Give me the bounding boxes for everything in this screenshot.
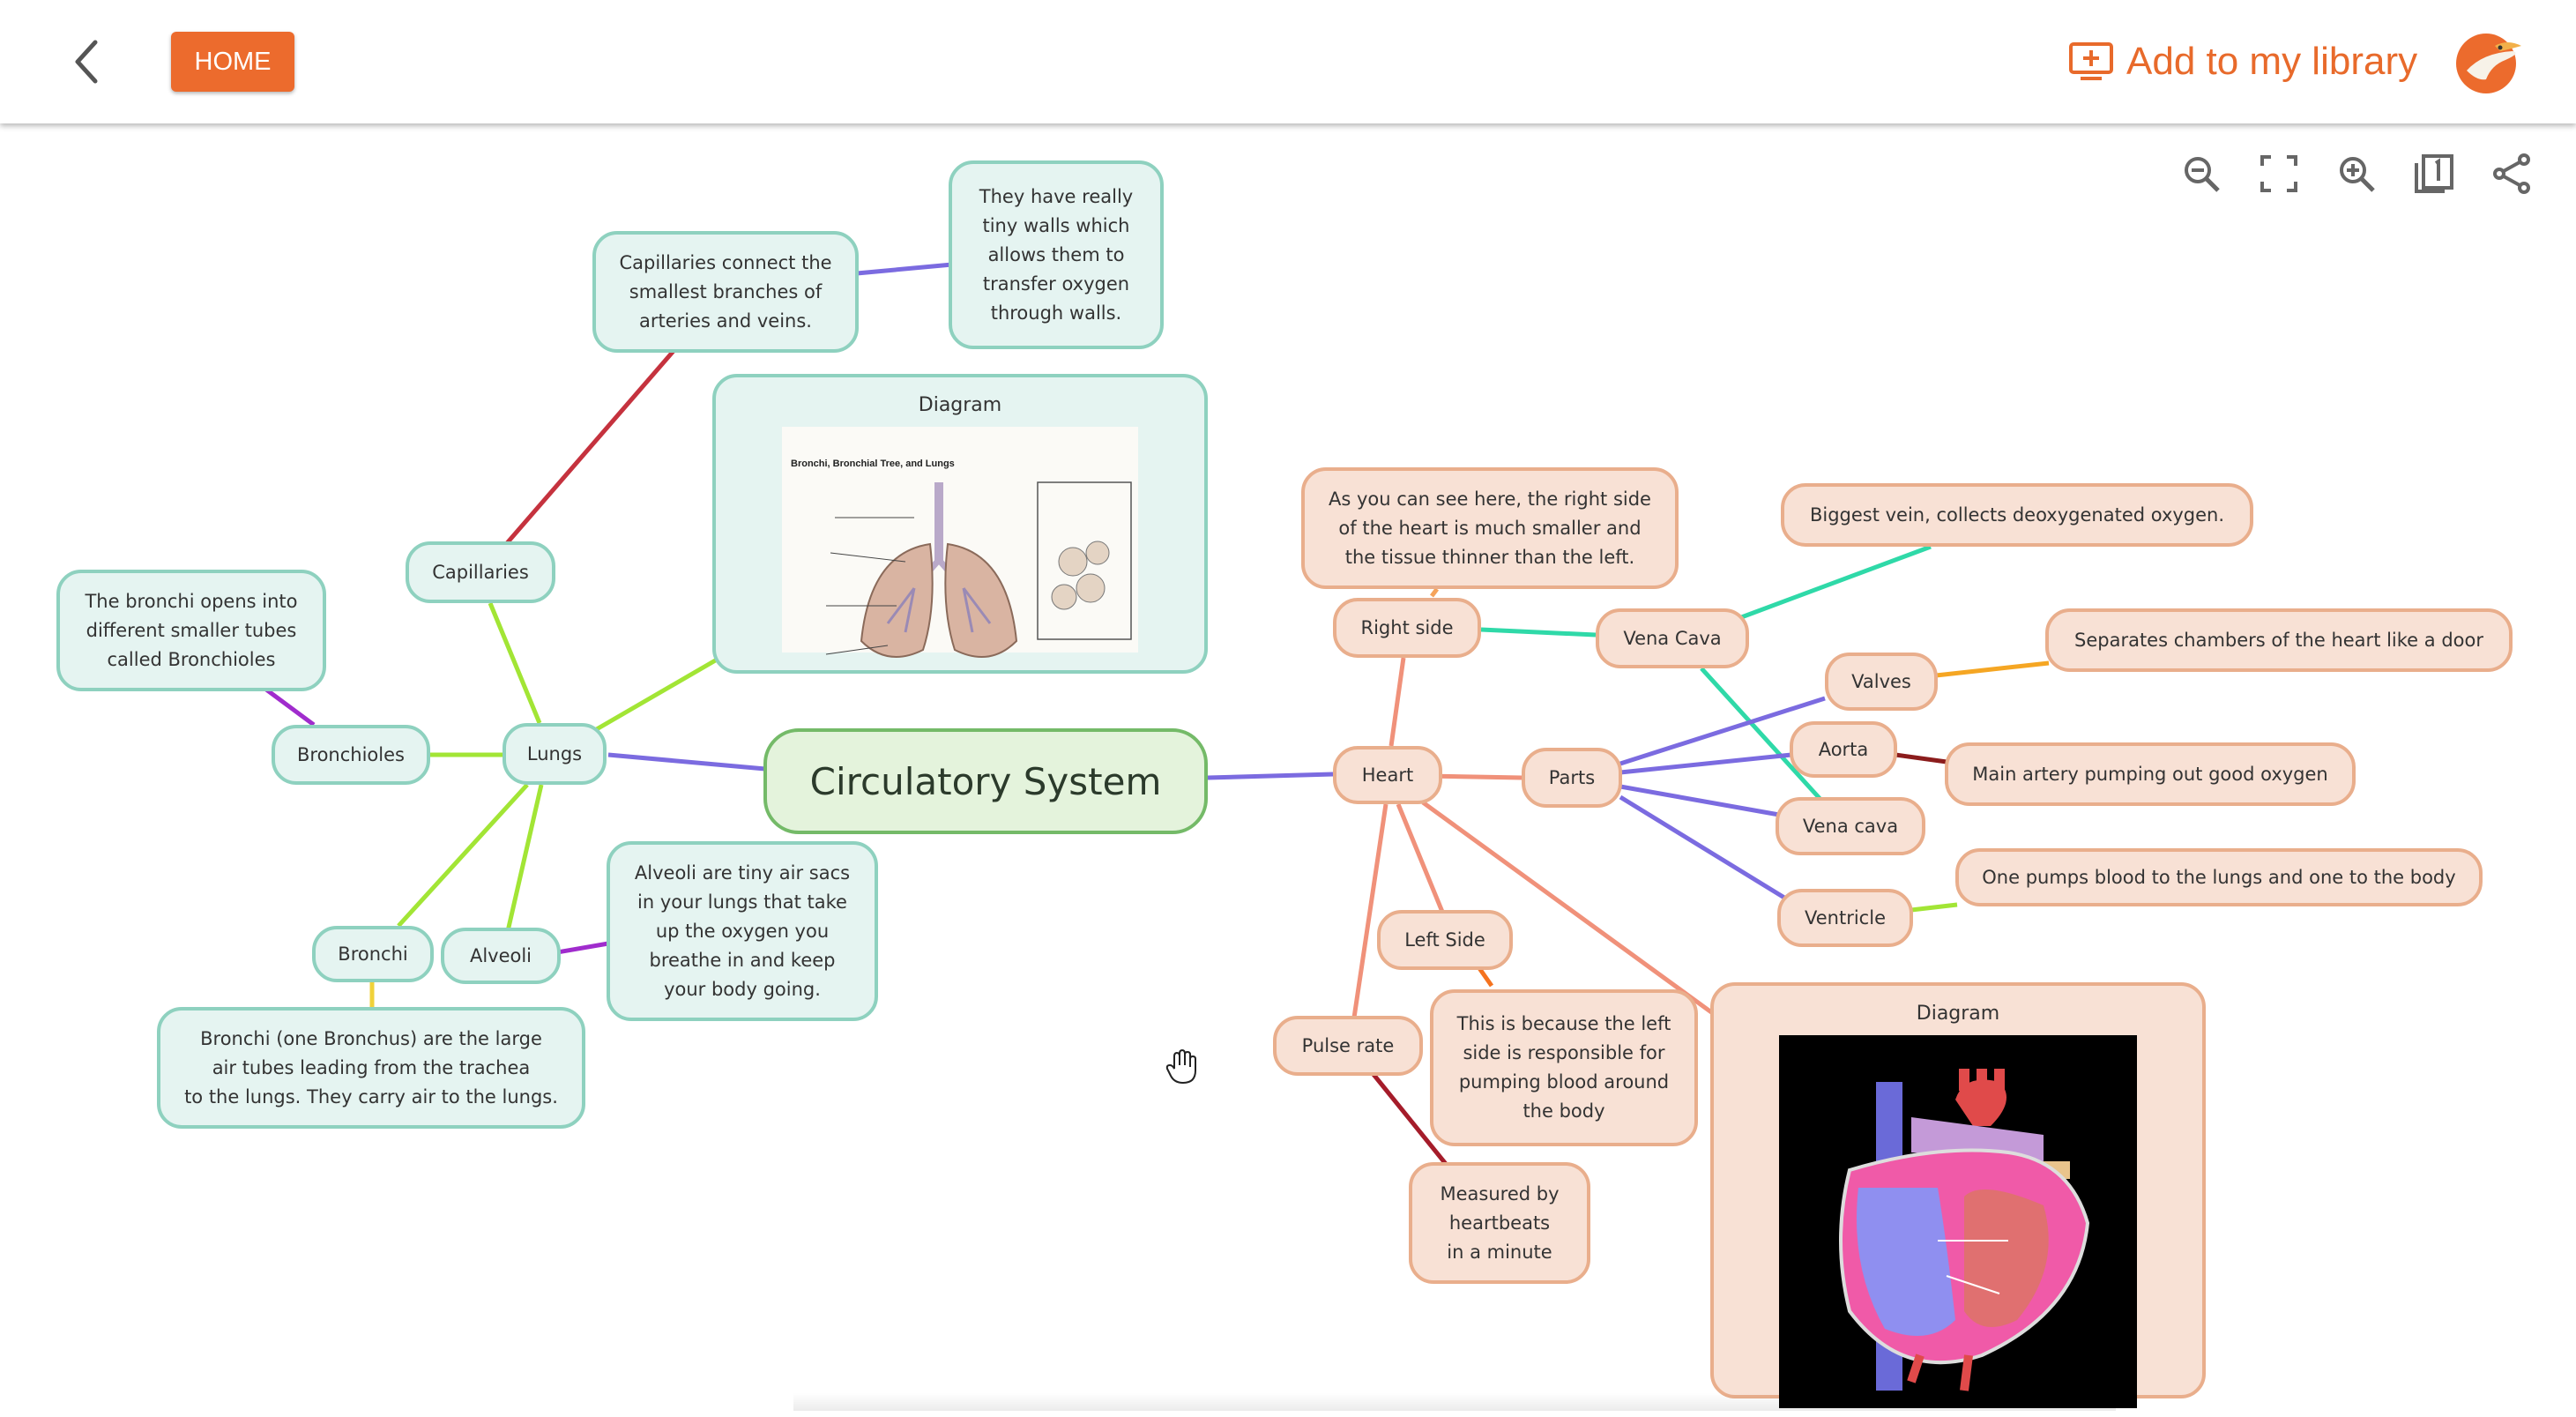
back-button[interactable] bbox=[60, 34, 113, 90]
page-view-icon bbox=[2415, 154, 2453, 193]
aorta-note[interactable]: Main artery pumping out good oxygen bbox=[1945, 742, 2356, 806]
pelican-logo-icon bbox=[2456, 34, 2521, 93]
diagram-title: Diagram bbox=[1916, 1003, 2000, 1025]
central-topic[interactable]: Circulatory System bbox=[763, 728, 1208, 834]
right-side-node[interactable]: Right side bbox=[1333, 598, 1481, 658]
share-button[interactable] bbox=[2488, 150, 2535, 198]
capillaries-walls-note[interactable]: They have really tiny walls which allows… bbox=[949, 160, 1164, 349]
vena-cava-top-note[interactable]: Biggest vein, collects deoxygenated oxyg… bbox=[1781, 483, 2253, 547]
add-to-library-icon bbox=[2069, 42, 2113, 80]
bronchioles-node[interactable]: Bronchioles bbox=[272, 725, 430, 785]
bronchioles-note[interactable]: The bronchi opens into different smaller… bbox=[56, 570, 326, 691]
ventricle-node[interactable]: Ventricle bbox=[1777, 889, 1913, 947]
valves-node[interactable]: Valves bbox=[1825, 653, 1938, 711]
bottom-shadow bbox=[793, 1393, 2116, 1411]
bronchi-node[interactable]: Bronchi bbox=[312, 926, 434, 982]
left-side-node[interactable]: Left Side bbox=[1377, 910, 1513, 970]
capillaries-note[interactable]: Capillaries connect the smallest branche… bbox=[592, 231, 859, 353]
vena-cava-bottom-node[interactable]: Vena cava bbox=[1776, 797, 1925, 855]
chevron-left-icon bbox=[75, 40, 98, 84]
canvas-toolbar bbox=[2178, 150, 2535, 198]
pulse-note[interactable]: Measured by heartbeats in a minute bbox=[1409, 1162, 1590, 1284]
capillaries-node[interactable]: Capillaries bbox=[406, 541, 555, 603]
lungs-node[interactable]: Lungs bbox=[503, 723, 607, 785]
share-icon bbox=[2493, 153, 2530, 194]
add-to-library-button[interactable]: Add to my library bbox=[2068, 32, 2417, 92]
right-side-note[interactable]: As you can see here, the right side of t… bbox=[1301, 467, 1679, 589]
heart-node[interactable]: Heart bbox=[1333, 746, 1442, 804]
valves-note[interactable]: Separates chambers of the heart like a d… bbox=[2045, 608, 2513, 672]
zoom-out-icon bbox=[2185, 157, 2220, 192]
top-bar: HOME Add to my library bbox=[0, 0, 2576, 123]
hand-cursor-icon bbox=[1165, 1048, 1197, 1088]
left-side-note[interactable]: This is because the left side is respons… bbox=[1430, 989, 1698, 1146]
fullscreen-button[interactable] bbox=[2255, 150, 2303, 198]
user-avatar[interactable] bbox=[2451, 26, 2525, 97]
aorta-node[interactable]: Aorta bbox=[1790, 721, 1897, 778]
lungs-image-caption: Bronchi, Bronchial Tree, and Lungs bbox=[791, 459, 955, 469]
parts-node[interactable]: Parts bbox=[1522, 748, 1622, 808]
heart-diagram-image bbox=[1779, 1035, 2137, 1408]
zoom-in-button[interactable] bbox=[2333, 150, 2380, 198]
page-view-button[interactable] bbox=[2410, 150, 2458, 198]
home-button[interactable]: HOME bbox=[171, 32, 294, 92]
alveoli-node[interactable]: Alveoli bbox=[441, 928, 561, 984]
bronchi-note[interactable]: Bronchi (one Bronchus) are the large air… bbox=[157, 1007, 585, 1129]
zoom-out-button[interactable] bbox=[2178, 150, 2225, 198]
alveoli-note[interactable]: Alveoli are tiny air sacs in your lungs … bbox=[607, 841, 878, 1021]
lungs-diagram-node[interactable]: Diagram Bronchi, Bronchial Tree, and Lun… bbox=[712, 374, 1208, 674]
vena-cava-top-node[interactable]: Vena Cava bbox=[1596, 608, 1749, 668]
pulse-rate-node[interactable]: Pulse rate bbox=[1273, 1016, 1423, 1076]
ventricle-note[interactable]: One pumps blood to the lungs and one to … bbox=[1955, 848, 2483, 906]
lungs-diagram-image: Bronchi, Bronchial Tree, and Lungs bbox=[782, 427, 1138, 658]
diagram-title: Diagram bbox=[918, 394, 1002, 416]
add-to-library-label: Add to my library bbox=[2126, 40, 2418, 83]
fullscreen-icon bbox=[2260, 155, 2297, 192]
heart-diagram-node[interactable]: Diagram bbox=[1710, 982, 2206, 1408]
zoom-in-icon bbox=[2340, 157, 2375, 192]
